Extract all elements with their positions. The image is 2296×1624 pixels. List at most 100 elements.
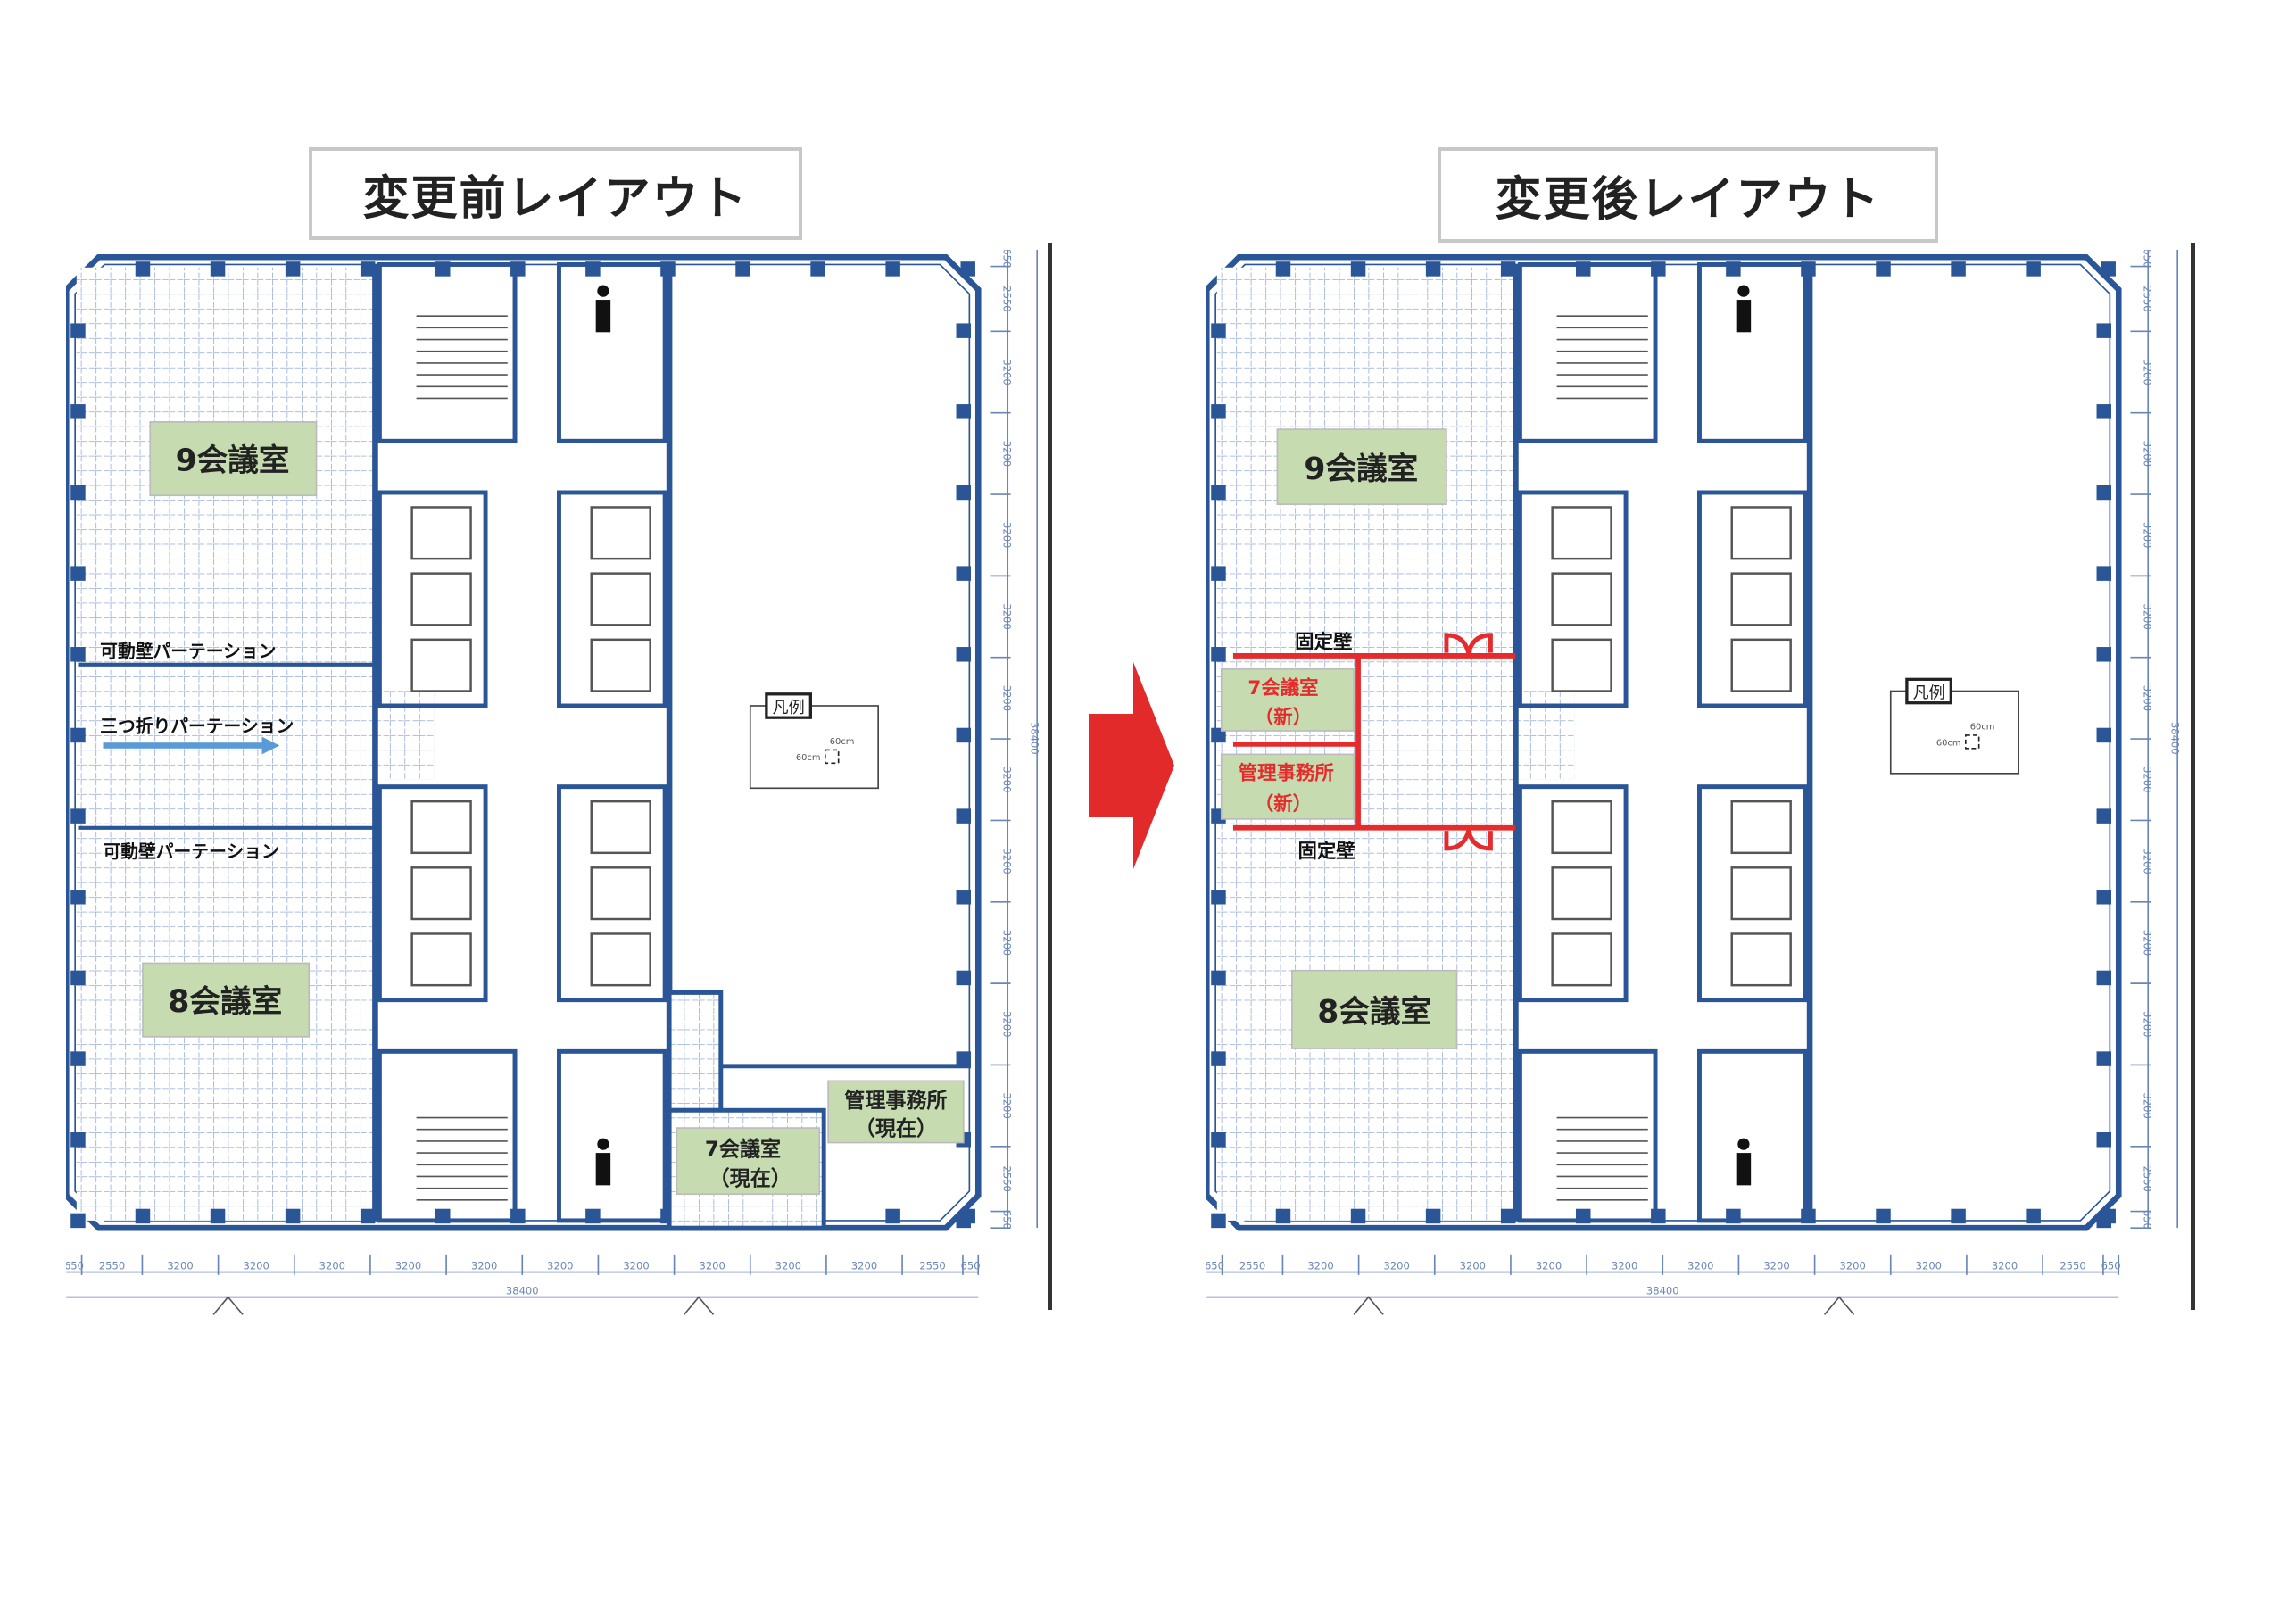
dimension-label: 3200: [2141, 603, 2153, 629]
column: [1211, 566, 1226, 581]
column: [1425, 261, 1441, 277]
dimension-label: 2550: [1000, 286, 1013, 311]
column: [510, 1208, 526, 1224]
column: [1350, 261, 1366, 277]
svg-text:9会議室: 9会議室: [1304, 452, 1418, 487]
column: [285, 1208, 301, 1224]
column: [735, 261, 750, 277]
elevator-car: [1730, 800, 1792, 855]
dimension-label: 3200: [1992, 1259, 2018, 1272]
column: [1576, 261, 1591, 277]
column: [2096, 404, 2112, 419]
dimension-label: 2550: [2141, 286, 2153, 311]
dimension-label: 3200: [1000, 685, 1013, 711]
svg-text:管理事務所: 管理事務所: [844, 1089, 947, 1113]
column: [1211, 970, 1226, 986]
column: [885, 1208, 900, 1224]
dimension-label: 650: [961, 1259, 981, 1272]
dimension-label: 3200: [1000, 1011, 1013, 1037]
column: [660, 261, 676, 277]
section-mark: [1353, 1296, 1384, 1315]
dimension-label: 3200: [167, 1259, 193, 1272]
legend-height-label: 60cm: [1936, 738, 1961, 748]
elevator-car: [1730, 572, 1792, 626]
change-arrow-icon: [1089, 662, 1174, 869]
dimension-total-label: 38400: [1029, 722, 1041, 755]
column: [1726, 1208, 1741, 1224]
elevator-bank: [1697, 490, 1808, 708]
dimension-label: 2550: [99, 1259, 125, 1272]
dimension-label: 3200: [2141, 930, 2153, 956]
svg-text:（現在）: （現在）: [709, 1166, 792, 1190]
column: [956, 808, 972, 824]
elevator-car: [590, 800, 651, 855]
grid-tile-icon: [1965, 734, 1980, 750]
column: [285, 261, 301, 277]
column: [1211, 485, 1226, 501]
column: [435, 261, 451, 277]
column: [1801, 1208, 1816, 1224]
fixed-wall-lower-label: 固定壁: [1297, 840, 1355, 863]
column: [1951, 1208, 1966, 1224]
column: [956, 970, 972, 986]
dimension-label: 3200: [1000, 766, 1013, 792]
column: [360, 1208, 376, 1224]
column: [1651, 261, 1666, 277]
column: [885, 261, 900, 277]
elevator-bank: [1517, 784, 1629, 1003]
dimension-label: 2550: [2060, 1259, 2085, 1272]
column: [810, 261, 825, 277]
column: [956, 323, 972, 338]
room-8-label: 8会議室: [1291, 969, 1458, 1049]
fixed-wall-upper-label: 固定壁: [1295, 631, 1352, 654]
column: [2096, 1213, 2112, 1229]
section-mark: [1823, 1296, 1855, 1315]
column: [70, 727, 86, 743]
dimension-label: 3200: [319, 1259, 345, 1272]
svg-text:（現在）: （現在）: [855, 1116, 937, 1140]
column: [585, 261, 601, 277]
toilet-top: [1697, 262, 1808, 443]
column: [1876, 261, 1891, 277]
elevator-car: [410, 932, 472, 987]
column: [1350, 1208, 1366, 1224]
dimension-label: 3200: [2141, 848, 2153, 874]
dimension-label: 3200: [700, 1259, 725, 1272]
column: [1500, 1208, 1516, 1224]
column: [70, 1213, 86, 1229]
dimension-label: 3200: [244, 1259, 269, 1272]
column: [2096, 727, 2112, 743]
column: [1211, 323, 1226, 338]
column: [70, 647, 86, 662]
column: [70, 404, 86, 419]
elevator-bank: [377, 784, 488, 1003]
door-upper-icon: [1444, 633, 1493, 654]
dimension-label: 3200: [1000, 441, 1013, 467]
dimension-label: 3200: [2141, 1092, 2153, 1118]
before-layout-title: 変更前レイアウト: [309, 147, 802, 240]
elevator-car: [590, 638, 651, 692]
dimension-label: 3200: [2141, 359, 2153, 385]
inner-wall-line: [74, 263, 971, 1222]
dimension-label: 2550: [1000, 1166, 1013, 1192]
legend-height-label: 60cm: [796, 753, 821, 763]
dimension-label: 3200: [1000, 930, 1013, 956]
dimension-label: 3200: [1000, 359, 1013, 385]
before-divider-line: [1048, 243, 1052, 1310]
elevator-car: [590, 572, 651, 626]
elevator-car: [410, 800, 472, 855]
dimension-total-label: 38400: [506, 1284, 539, 1297]
column: [2096, 1051, 2112, 1066]
column: [210, 1208, 226, 1224]
dimension-label: 3200: [1000, 522, 1013, 548]
column: [1951, 261, 1966, 277]
room-8-label: 8会議室: [142, 962, 311, 1038]
movable-partition-lower-label: 可動壁パーテーション: [103, 841, 278, 862]
elevator-car: [1730, 506, 1792, 560]
dimension-label: 3200: [1536, 1259, 1562, 1272]
grid-tile-icon: [824, 749, 840, 765]
elevator-car: [590, 932, 651, 987]
